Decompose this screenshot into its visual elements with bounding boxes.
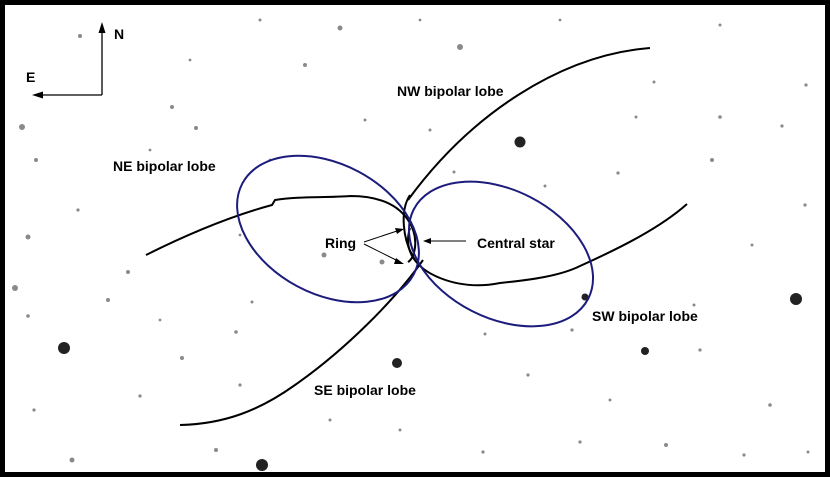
background-star: [558, 18, 562, 22]
ring-pointer-lower-head: [394, 258, 404, 264]
ne-ring-ellipse: [236, 154, 420, 304]
background-star: [194, 126, 198, 130]
background-star: [483, 332, 487, 336]
ring-pointer-lower: [363, 243, 401, 263]
background-star: [804, 83, 808, 87]
background-star: [34, 158, 38, 162]
north-arrowhead: [98, 22, 106, 33]
background-star: [543, 184, 547, 188]
sw-lobe-curve: [407, 203, 688, 287]
region-labels: NW bipolar lobe NE bipolar lobe Ring Cen…: [113, 83, 698, 398]
background-star: [570, 328, 574, 332]
background-star: [148, 148, 152, 152]
ring-label: Ring: [325, 235, 356, 251]
background-star: [581, 293, 589, 301]
background-star: [379, 259, 385, 265]
background-star: [698, 348, 702, 352]
background-star: [780, 124, 784, 128]
se-lobe-curve: [179, 259, 424, 426]
background-star: [12, 285, 18, 291]
nw-lobe-label: NW bipolar lobe: [397, 83, 504, 99]
background-star: [26, 314, 30, 318]
sw-lobe-label: SW bipolar lobe: [592, 308, 698, 324]
background-star: [321, 252, 327, 258]
background-star: [180, 356, 184, 360]
east-arrowhead: [32, 91, 43, 99]
background-star: [578, 440, 582, 444]
background-star: [256, 459, 268, 471]
background-star: [238, 383, 242, 387]
background-star: [69, 457, 75, 463]
central-star-arc: [402, 194, 416, 261]
background-star: [234, 330, 238, 334]
background-star: [452, 170, 456, 174]
background-star: [363, 118, 367, 122]
background-star: [126, 270, 130, 274]
background-star: [32, 408, 36, 412]
background-star: [392, 358, 402, 368]
background-star: [428, 128, 432, 132]
background-star: [58, 342, 70, 354]
background-star: [258, 18, 262, 22]
background-star: [692, 303, 696, 307]
background-star: [790, 293, 802, 305]
background-star: [418, 18, 422, 22]
background-star: [76, 208, 80, 212]
background-star: [634, 115, 638, 119]
background-star: [481, 450, 485, 454]
background-star: [652, 80, 656, 84]
background-star: [641, 347, 649, 355]
background-star: [664, 443, 668, 447]
nebula-diagram: N E NW bipolar lobe NE bipo: [12, 18, 810, 471]
background-star: [398, 428, 402, 432]
star-field: [12, 18, 810, 471]
background-star: [803, 203, 807, 207]
background-star: [616, 171, 620, 175]
bipolar-lobes: [145, 47, 688, 426]
nw-lobe-curve: [407, 47, 651, 201]
compass-east-label: E: [26, 69, 35, 85]
ring-ellipses: [236, 154, 595, 328]
ne-lobe-label: NE bipolar lobe: [113, 158, 216, 174]
se-lobe-label: SE bipolar lobe: [314, 382, 416, 398]
central-star-pointer-head: [423, 238, 431, 244]
background-star: [170, 105, 174, 109]
background-star: [158, 318, 162, 322]
background-star: [718, 23, 722, 27]
background-star: [526, 373, 530, 377]
background-star: [78, 34, 82, 38]
background-star: [337, 25, 343, 31]
pointer-arrows: [363, 228, 466, 264]
ring-pointer-upper: [363, 229, 401, 243]
background-star: [768, 403, 772, 407]
background-star: [106, 298, 110, 302]
background-star: [214, 448, 218, 452]
ne-lobe-curve: [145, 194, 417, 263]
background-star: [138, 394, 142, 398]
compass: N E: [26, 22, 124, 99]
background-star: [25, 234, 31, 240]
background-star: [750, 243, 754, 247]
compass-north-label: N: [114, 26, 124, 42]
background-star: [514, 136, 526, 148]
central-star-label: Central star: [477, 235, 555, 251]
sw-ring-ellipse: [407, 180, 595, 328]
background-star: [742, 453, 746, 457]
ring-pointer-upper-head: [395, 228, 404, 234]
background-star: [19, 124, 25, 130]
background-star: [238, 233, 242, 237]
background-star: [328, 418, 332, 422]
background-star: [718, 115, 722, 119]
background-star: [303, 63, 307, 67]
background-star: [710, 158, 714, 162]
background-star: [250, 300, 254, 304]
background-star: [608, 398, 612, 402]
background-star: [188, 58, 192, 62]
background-star: [806, 450, 810, 454]
background-star: [457, 44, 463, 50]
